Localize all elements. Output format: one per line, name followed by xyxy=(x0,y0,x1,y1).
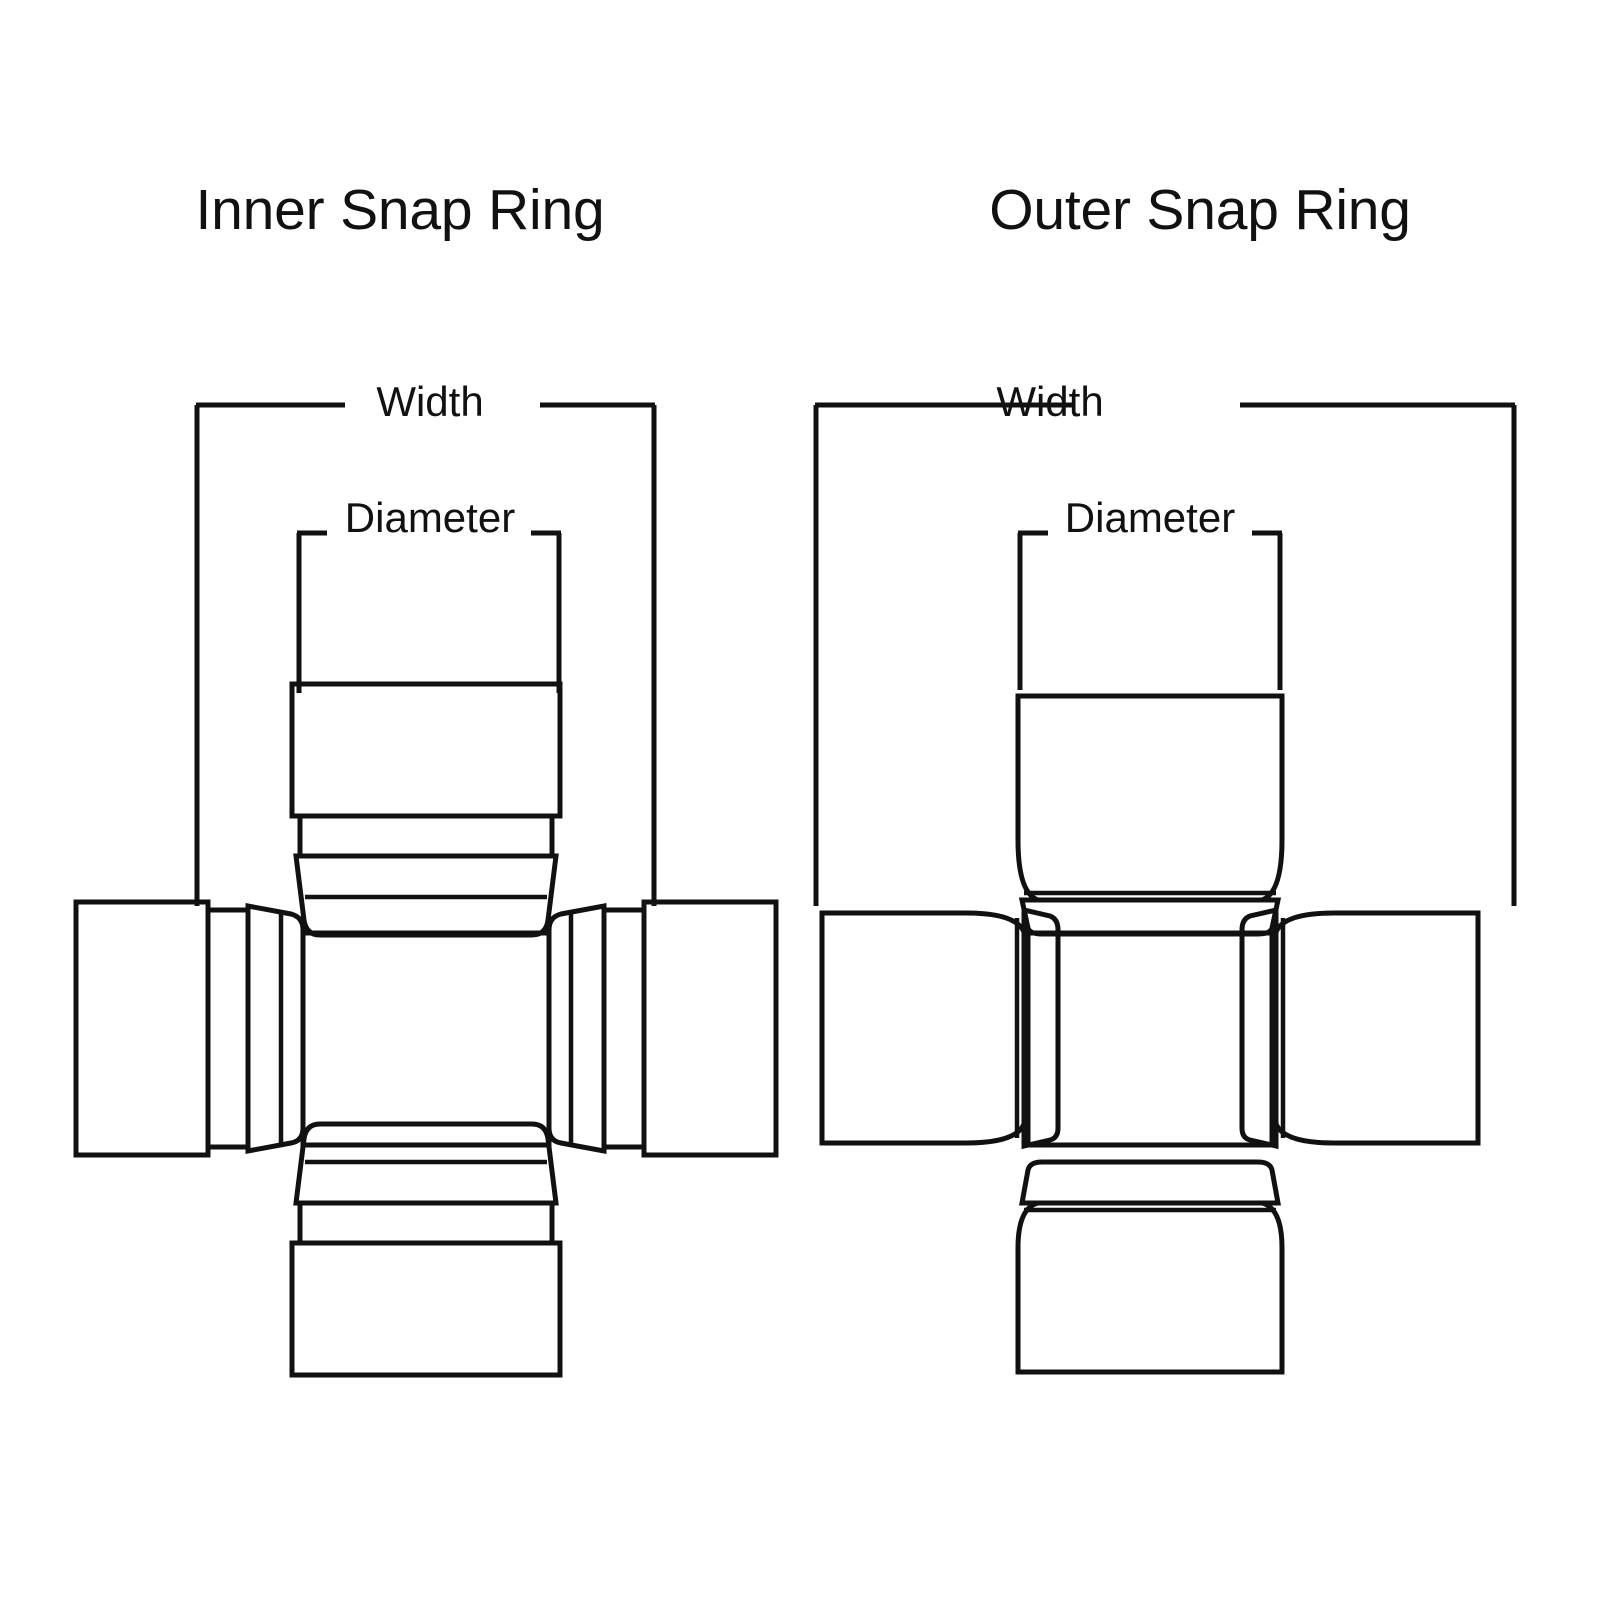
flared-collar-right-outer xyxy=(1239,906,1279,1150)
bearing-cap-right-inner xyxy=(641,899,779,1158)
flared-collar-bottom-outer xyxy=(1019,1159,1281,1206)
bearing-cap-bottom-inner xyxy=(289,1240,563,1378)
drawing-outer-snap-ring xyxy=(813,402,1517,1375)
dimension-label-width-inner: Width xyxy=(376,378,484,425)
dimension-label-diameter-inner: Diameter xyxy=(344,494,516,541)
bearing-cap-left-outer xyxy=(819,910,1027,1146)
bottom-arm-inner xyxy=(289,1121,563,1378)
flared-collar-right-inner xyxy=(546,902,607,1155)
flared-collar-left-inner xyxy=(245,902,306,1155)
bearing-cap-top-inner xyxy=(289,681,563,819)
cross-body-inner xyxy=(300,930,552,1148)
dimension-label-width-outer: Width xyxy=(996,378,1104,425)
panel-outer-snap-ring: Outer Snap Ring xyxy=(800,0,1600,1600)
panel-title-outer: Outer Snap Ring xyxy=(989,178,1411,242)
bearing-cap-left-inner xyxy=(73,899,211,1158)
panel-title-inner: Inner Snap Ring xyxy=(195,178,605,242)
flared-collar-left-outer xyxy=(1021,906,1061,1150)
snap-ring-band-left-inner xyxy=(205,907,251,1150)
snap-ring-band-top-inner xyxy=(297,813,555,859)
left-arm-inner xyxy=(73,899,306,1158)
drawing-inner-snap-ring xyxy=(73,402,779,1378)
right-arm-inner xyxy=(546,899,779,1158)
bearing-cap-bottom-outer xyxy=(1015,1200,1285,1375)
bottom-arm-outer xyxy=(1015,1159,1285,1375)
dimension-label-diameter-outer: Diameter xyxy=(1064,494,1236,541)
dimension-bracket-width-inner xyxy=(194,402,657,906)
top-arm-outer xyxy=(1015,693,1285,937)
cross-body-outer xyxy=(1025,930,1275,1148)
top-arm-inner xyxy=(289,681,563,938)
dimension-bracket-diameter-inner xyxy=(296,530,562,693)
cross-body-square-outer xyxy=(1025,930,1275,1148)
snap-ring-band-bottom-inner xyxy=(297,1200,555,1246)
right-arm-outer xyxy=(1239,906,1481,1150)
panel-inner-snap-ring: Inner Snap Ring xyxy=(195,178,605,242)
bearing-cap-right-outer xyxy=(1273,910,1481,1146)
bearing-cap-top-outer xyxy=(1015,693,1285,903)
left-arm-outer xyxy=(819,906,1061,1150)
cross-body-square-inner xyxy=(300,930,552,1148)
snap-ring-band-right-inner xyxy=(601,907,647,1150)
dimension-bracket-diameter-outer xyxy=(1017,530,1283,690)
dimension-bracket-width-outer xyxy=(813,402,1517,906)
